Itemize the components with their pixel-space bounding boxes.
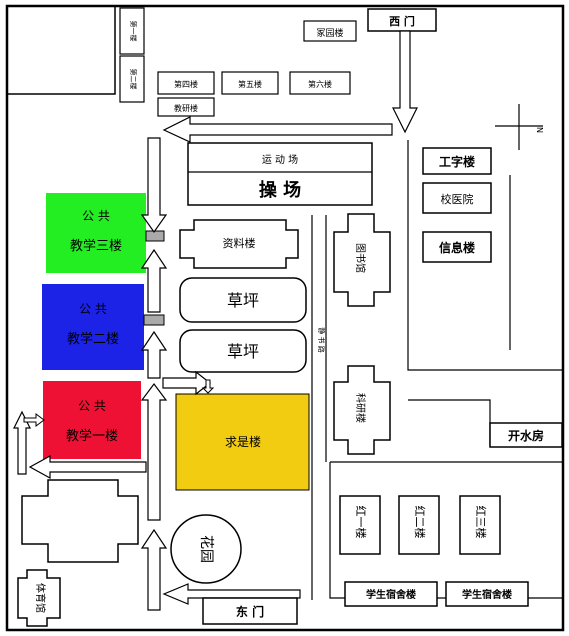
svg-text:工字楼: 工字楼 (439, 154, 475, 169)
west-gate[interactable]: 西 门 (367, 8, 437, 32)
building-hong-2[interactable]: 红二楼 (398, 495, 440, 555)
svg-text:红一楼: 红一楼 (354, 506, 368, 539)
svg-text:信息楼: 信息楼 (439, 240, 475, 255)
road-name: 静 书 路 (317, 327, 326, 352)
svg-text:图书馆: 图书馆 (354, 243, 367, 273)
stadium-label: 运 动 场 (262, 153, 298, 166)
building-side-small-2[interactable]: 第二楼 (119, 55, 145, 103)
building-dorm-2[interactable]: 学生宿舍楼 (445, 581, 529, 607)
svg-text:教学三楼: 教学三楼 (70, 238, 122, 254)
arrow-far-left-right (23, 413, 45, 427)
right-wall-line-1 (407, 140, 563, 371)
building-cross-bottom-left[interactable] (21, 479, 139, 563)
east-gate-label: 东 门 (236, 604, 264, 619)
arrow-left-road-up-4 (140, 528, 168, 611)
building-qiushi[interactable]: 求是楼 (175, 393, 310, 491)
arrow-left-road-down (140, 137, 168, 234)
arrow-left-road-up-3 (140, 383, 168, 521)
arrow-small-down (201, 379, 215, 394)
building-ziliao[interactable]: 资料楼 (179, 219, 299, 269)
map-border (5, 4, 565, 632)
arrow-left-horizontal (28, 454, 147, 480)
svg-text:N: N (535, 127, 544, 133)
building-row-small-1[interactable]: 第四楼 (157, 71, 215, 95)
building-row-small-3[interactable]: 第六楼 (289, 71, 351, 95)
building-row-small-2[interactable]: 第五楼 (221, 71, 279, 95)
svg-text:资料楼: 资料楼 (223, 236, 256, 250)
building-xinxi[interactable]: 信息楼 (422, 231, 492, 263)
building-kaishuifang[interactable]: 开水房 (489, 422, 563, 448)
top-wall (7, 6, 116, 95)
connector-2 (143, 314, 165, 326)
building-hong-3[interactable]: 红三楼 (459, 495, 501, 555)
teaching-building-1[interactable]: 公 共 教学一楼 (43, 381, 141, 459)
svg-text:公 共: 公 共 (78, 399, 106, 413)
east-gate[interactable]: 东 门 (202, 597, 298, 625)
svg-text:科研楼: 科研楼 (354, 393, 367, 423)
building-top-small[interactable]: 冢园楼 (303, 20, 357, 42)
playground[interactable]: 运 动 场 操 场 (187, 142, 373, 206)
svg-text:冢园楼: 冢园楼 (316, 27, 343, 39)
building-keyan[interactable]: 科研楼 (333, 365, 391, 455)
svg-text:红二楼: 红二楼 (413, 506, 427, 539)
compass-icon: N (495, 104, 544, 150)
arrow-from-west-gate (392, 30, 418, 134)
svg-text:学生宿舍楼: 学生宿舍楼 (366, 588, 416, 601)
svg-text:花园: 花园 (198, 535, 214, 563)
svg-text:学生宿舍楼: 学生宿舍楼 (462, 588, 512, 601)
arrow-top-road (162, 116, 393, 143)
svg-text:教学二楼: 教学二楼 (67, 331, 119, 347)
arrow-to-qiushi (162, 370, 211, 396)
building-xiaoyiyuan[interactable]: 校医院 (422, 182, 492, 214)
svg-text:第五楼: 第五楼 (238, 79, 262, 89)
svg-text:开水房: 开水房 (508, 428, 544, 443)
svg-text:校医院: 校医院 (441, 192, 474, 206)
building-library[interactable]: 图书馆 (333, 213, 391, 307)
svg-text:红三楼: 红三楼 (474, 506, 488, 539)
teaching-building-3[interactable]: 公 共 教学三楼 (46, 193, 146, 273)
lawn-1[interactable]: 草坪 (179, 277, 307, 323)
svg-text:草坪: 草坪 (227, 342, 259, 361)
building-side-small-1[interactable]: 第一楼 (119, 7, 145, 55)
svg-text:草坪: 草坪 (227, 291, 259, 310)
svg-text:第一楼: 第一楼 (129, 21, 138, 42)
connector-3 (145, 230, 165, 242)
building-row-small-5[interactable]: 教研楼 (157, 97, 215, 117)
svg-text:公 共: 公 共 (82, 209, 110, 223)
lawn-2[interactable]: 草坪 (179, 329, 307, 373)
building-gongzi[interactable]: 工字楼 (422, 147, 492, 175)
svg-text:第四楼: 第四楼 (174, 79, 198, 89)
svg-text:体育馆: 体育馆 (34, 583, 47, 613)
arrow-left-road-up-2 (140, 330, 168, 379)
svg-text:教学一楼: 教学一楼 (66, 428, 118, 444)
svg-text:第六楼: 第六楼 (308, 79, 332, 89)
building-dorm-1[interactable]: 学生宿舍楼 (344, 581, 438, 607)
building-tiyuguan[interactable]: 体育馆 (17, 569, 61, 627)
svg-text:第二楼: 第二楼 (129, 69, 138, 90)
svg-text:公 共: 公 共 (79, 302, 107, 316)
arrow-left-road-up-1 (140, 248, 168, 313)
garden[interactable]: 花园 (170, 514, 242, 584)
west-gate-label: 西 门 (389, 14, 415, 28)
svg-text:求是楼: 求是楼 (225, 434, 261, 449)
playground-label: 操 场 (259, 179, 301, 201)
building-hong-1[interactable]: 红一楼 (339, 495, 381, 555)
teaching-building-2[interactable]: 公 共 教学二楼 (42, 284, 144, 370)
svg-text:教研楼: 教研楼 (174, 103, 198, 113)
